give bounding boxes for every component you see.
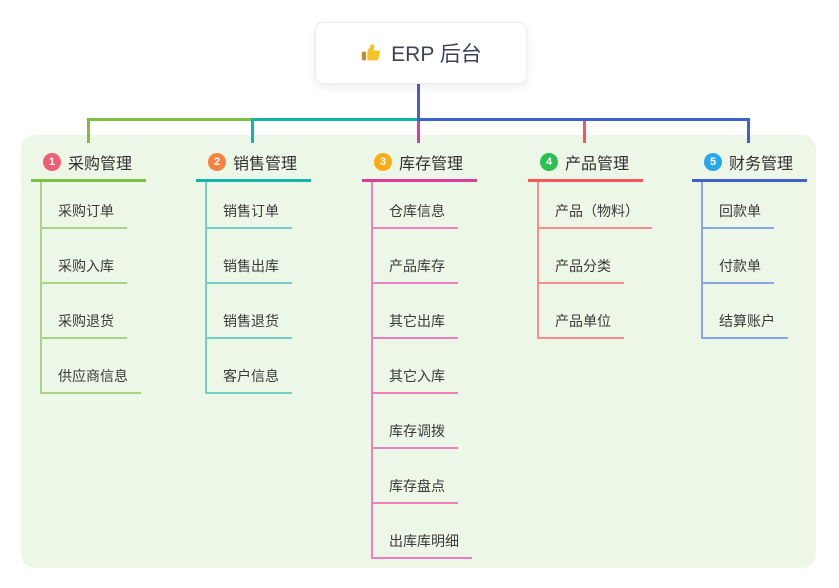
- mindmap-panel: [21, 135, 816, 568]
- connector-bus-left: [87, 118, 253, 121]
- branch-number-badge: 5: [704, 153, 722, 171]
- root-node[interactable]: ERP 后台: [315, 22, 527, 84]
- child-node-label: 其它出库: [389, 313, 445, 329]
- root-node-label: ERP 后台: [391, 43, 482, 66]
- child-node[interactable]: 其它入库: [373, 339, 458, 394]
- child-node-label: 库存调拨: [389, 423, 445, 439]
- branch-node-label: 采购管理: [68, 156, 133, 173]
- branch-node[interactable]: 3 库存管理: [362, 145, 477, 182]
- child-node[interactable]: 库存盘点: [373, 449, 458, 504]
- child-node[interactable]: 销售出库: [207, 229, 292, 284]
- child-node[interactable]: 付款单: [703, 229, 774, 284]
- child-node-label: 库存盘点: [389, 478, 445, 494]
- branch-number-badge: 2: [208, 153, 226, 171]
- child-node[interactable]: 采购退货: [42, 284, 127, 339]
- connector-drop-4: [583, 120, 586, 143]
- connector-bus-mid: [251, 118, 419, 121]
- child-node-label: 付款单: [719, 258, 761, 274]
- connector-root-drop: [417, 82, 420, 121]
- connector-bus-right: [417, 118, 750, 121]
- branch-5: 5 财务管理 回款单付款单结算账户: [692, 145, 807, 339]
- child-node-label: 回款单: [719, 203, 761, 219]
- branch-3: 3 库存管理 仓库信息产品库存其它出库其它入库库存调拨库存盘点出库库明细: [362, 145, 477, 559]
- child-node[interactable]: 产品分类: [539, 229, 624, 284]
- branch-1: 1 采购管理 采购订单采购入库采购退货供应商信息: [31, 145, 146, 394]
- child-node[interactable]: 供应商信息: [42, 339, 141, 394]
- branch-node[interactable]: 2 销售管理: [196, 145, 311, 182]
- branch-node-label: 财务管理: [729, 156, 794, 173]
- branch-2: 2 销售管理 销售订单销售出库销售退货客户信息: [196, 145, 311, 394]
- branch-number-badge: 4: [540, 153, 558, 171]
- branch-number-badge: 1: [43, 153, 61, 171]
- child-node-label: 销售订单: [223, 203, 279, 219]
- branch-node[interactable]: 4 产品管理: [528, 145, 643, 182]
- child-node[interactable]: 库存调拨: [373, 394, 458, 449]
- branch-children: 仓库信息产品库存其它出库其它入库库存调拨库存盘点出库库明细: [371, 182, 477, 559]
- child-node[interactable]: 出库库明细: [373, 504, 472, 559]
- child-node[interactable]: 仓库信息: [373, 182, 458, 229]
- branch-node-label: 库存管理: [399, 156, 464, 173]
- child-node[interactable]: 销售订单: [207, 182, 292, 229]
- child-node[interactable]: 回款单: [703, 182, 774, 229]
- child-node[interactable]: 产品（物料）: [539, 182, 652, 229]
- child-node-label: 其它入库: [389, 368, 445, 384]
- child-node[interactable]: 销售退货: [207, 284, 292, 339]
- child-node[interactable]: 采购入库: [42, 229, 127, 284]
- branch-node[interactable]: 1 采购管理: [31, 145, 146, 182]
- child-node[interactable]: 产品单位: [539, 284, 624, 339]
- child-node-label: 销售退货: [223, 313, 279, 329]
- branch-children: 销售订单销售出库销售退货客户信息: [205, 182, 311, 394]
- child-node-label: 产品单位: [555, 313, 611, 329]
- child-node-label: 产品（物料）: [555, 203, 639, 219]
- connector-drop-3: [417, 121, 420, 143]
- child-node-label: 出库库明细: [389, 533, 459, 549]
- child-node-label: 采购入库: [58, 258, 114, 274]
- child-node-label: 结算账户: [719, 313, 775, 329]
- child-node[interactable]: 结算账户: [703, 284, 788, 339]
- child-node-label: 仓库信息: [389, 203, 445, 219]
- branch-4: 4 产品管理 产品（物料） 产品分类产品单位: [528, 145, 652, 339]
- child-node[interactable]: 其它出库: [373, 284, 458, 339]
- child-node-label: 供应商信息: [58, 368, 128, 384]
- child-node-label: 客户信息: [223, 368, 279, 384]
- child-node-label: 产品库存: [389, 258, 445, 274]
- child-node-label: 销售出库: [223, 258, 279, 274]
- branch-node[interactable]: 5 财务管理: [692, 145, 807, 182]
- child-node[interactable]: 客户信息: [207, 339, 292, 394]
- child-node-label: 采购订单: [58, 203, 114, 219]
- branch-children: 采购订单采购入库采购退货供应商信息: [40, 182, 146, 394]
- connector-drop-5: [747, 118, 750, 143]
- child-node-label: 产品分类: [555, 258, 611, 274]
- thumbs-up-icon: [360, 42, 382, 64]
- branch-node-label: 产品管理: [565, 156, 630, 173]
- child-node[interactable]: 产品库存: [373, 229, 458, 284]
- branch-number-badge: 3: [374, 153, 392, 171]
- connector-drop-2: [251, 120, 254, 143]
- branch-children: 产品（物料） 产品分类产品单位: [537, 182, 652, 339]
- branch-children: 回款单付款单结算账户: [701, 182, 807, 339]
- branch-node-label: 销售管理: [233, 156, 298, 173]
- child-node[interactable]: 采购订单: [42, 182, 127, 229]
- child-node-label: 采购退货: [58, 313, 114, 329]
- connector-drop-1: [87, 118, 90, 143]
